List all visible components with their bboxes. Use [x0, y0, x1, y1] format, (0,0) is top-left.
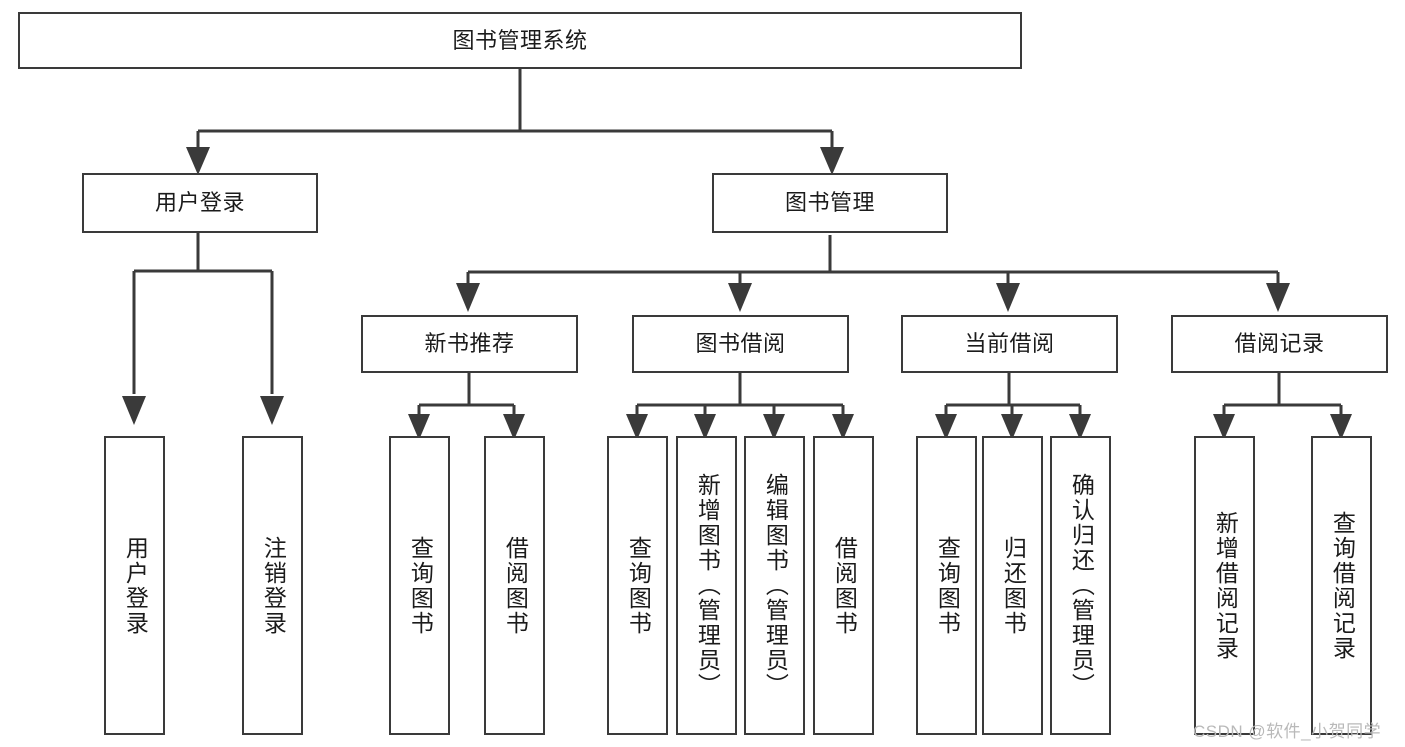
node-borrow-record-label: 借阅记录 [1234, 331, 1325, 357]
node-book-borrow-label: 图书借阅 [695, 331, 786, 357]
node-leaf-user-login-label: 用户登录 [122, 535, 149, 636]
arrowhead-leaf-query-book-1 [408, 414, 430, 440]
node-root-label: 图书管理系统 [452, 27, 588, 53]
node-leaf-return-book-label: 归还图书 [1000, 535, 1027, 636]
arrowhead-user-login [186, 147, 210, 175]
node-root[interactable]: 图书管理系统 [18, 12, 1022, 69]
arrowheads [122, 147, 1352, 440]
node-leaf-user-logout-label: 注销登录 [260, 535, 287, 636]
node-leaf-query-book-3-label: 查询图书 [934, 535, 961, 636]
node-leaf-query-record-label: 查询借阅记录 [1329, 510, 1356, 661]
arrowhead-new-book-recommend [456, 283, 480, 312]
node-leaf-edit-book[interactable]: 编辑图书（管理员） [744, 436, 805, 735]
node-user-login-label: 用户登录 [154, 190, 245, 216]
node-leaf-add-book[interactable]: 新增图书（管理员） [676, 436, 737, 735]
arrowhead-leaf-confirm-return [1069, 414, 1091, 440]
node-leaf-borrow-book-2-label: 借阅图书 [831, 535, 858, 636]
arrowhead-leaf-user-login [122, 396, 146, 425]
node-current-borrow-label: 当前借阅 [964, 331, 1055, 357]
node-leaf-query-book-2-label: 查询图书 [625, 535, 652, 636]
node-leaf-query-record[interactable]: 查询借阅记录 [1311, 436, 1372, 735]
arrowhead-leaf-query-book-3 [935, 414, 957, 440]
arrowhead-leaf-edit-book [763, 414, 785, 440]
arrowhead-leaf-borrow-book-1 [503, 414, 525, 440]
arrowhead-leaf-query-book-2 [626, 414, 648, 440]
node-leaf-add-record-label: 新增借阅记录 [1212, 510, 1239, 661]
node-new-book-recommend[interactable]: 新书推荐 [361, 315, 578, 373]
node-leaf-query-book-1[interactable]: 查询图书 [389, 436, 450, 735]
node-leaf-query-book-3[interactable]: 查询图书 [916, 436, 977, 735]
node-book-management[interactable]: 图书管理 [712, 173, 948, 233]
node-leaf-user-logout[interactable]: 注销登录 [242, 436, 303, 735]
node-book-management-label: 图书管理 [784, 190, 875, 216]
node-book-borrow[interactable]: 图书借阅 [632, 315, 849, 373]
node-leaf-query-book-1-label: 查询图书 [407, 535, 434, 636]
node-leaf-borrow-book-1[interactable]: 借阅图书 [484, 436, 545, 735]
arrowhead-leaf-query-record [1330, 414, 1352, 440]
node-leaf-confirm-return[interactable]: 确认归还（管理员） [1050, 436, 1111, 735]
arrowhead-leaf-add-book [694, 414, 716, 440]
node-leaf-add-book-label: 新增图书（管理员） [694, 473, 721, 698]
arrowhead-book-borrow [728, 283, 752, 312]
node-leaf-confirm-return-label: 确认归还（管理员） [1068, 473, 1095, 698]
node-leaf-return-book[interactable]: 归还图书 [982, 436, 1043, 735]
arrowhead-borrow-record [1266, 283, 1290, 312]
node-user-login[interactable]: 用户登录 [82, 173, 318, 233]
node-borrow-record[interactable]: 借阅记录 [1171, 315, 1388, 373]
node-leaf-query-book-2[interactable]: 查询图书 [607, 436, 668, 735]
node-new-book-recommend-label: 新书推荐 [424, 331, 515, 357]
arrowhead-leaf-return-book [1001, 414, 1023, 440]
node-leaf-borrow-book-1-label: 借阅图书 [502, 535, 529, 636]
node-leaf-borrow-book-2[interactable]: 借阅图书 [813, 436, 874, 735]
node-leaf-add-record[interactable]: 新增借阅记录 [1194, 436, 1255, 735]
node-current-borrow[interactable]: 当前借阅 [901, 315, 1118, 373]
arrowhead-leaf-borrow-book-2 [832, 414, 854, 440]
node-leaf-edit-book-label: 编辑图书（管理员） [762, 473, 789, 698]
arrowhead-book-management [820, 147, 844, 175]
arrowhead-leaf-add-record [1213, 414, 1235, 440]
node-leaf-user-login[interactable]: 用户登录 [104, 436, 165, 735]
arrowhead-leaf-user-logout [260, 396, 284, 425]
arrowhead-current-borrow [996, 283, 1020, 312]
